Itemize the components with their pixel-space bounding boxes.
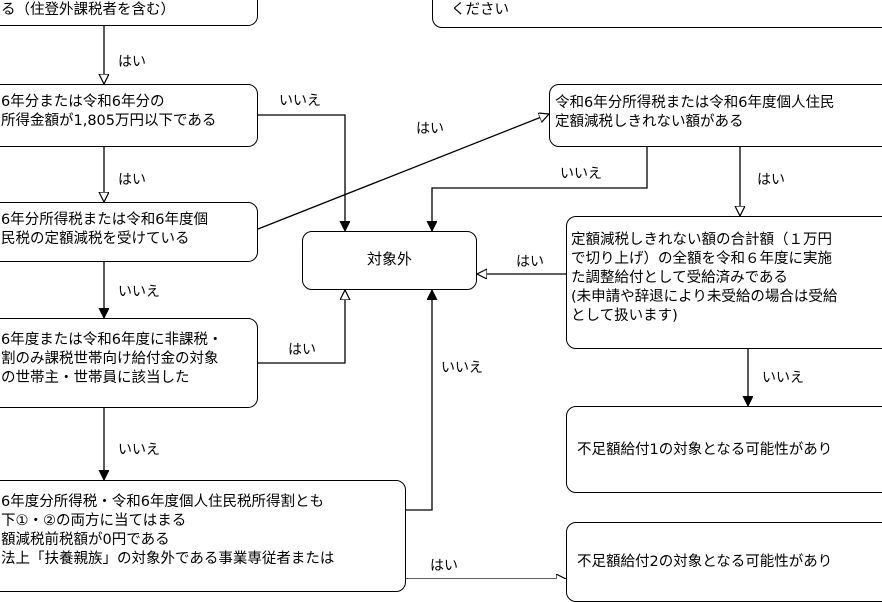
edge-label-yes: はい (416, 121, 444, 137)
edge-label-yes: はい (288, 342, 316, 358)
edge-label-no: いいえ (118, 442, 160, 458)
node-total: 定額減税しきれない額の合計額（１万円 で切り上げ）の全額を令和６年度に実施 た調… (566, 216, 882, 349)
edge-label-yes: はい (757, 172, 785, 188)
node-remaining: 令和6年分所得税または令和6年度個人住民 定額減税しきれない額がある (549, 84, 882, 147)
node-fusoku1: 不足額給付1の対象となる可能性があり (566, 406, 882, 493)
node-fusoku2: 不足額給付2の対象となる可能性があり (566, 522, 882, 602)
edge-label-no: いいえ (762, 370, 804, 386)
edge-label-yes: はい (118, 172, 146, 188)
edge-label-no: いいえ (441, 360, 483, 376)
edge-label-yes: はい (430, 558, 458, 574)
node-taishogai: 対象外 (302, 231, 477, 290)
edge-label-no: いいえ (118, 284, 160, 300)
node-top-right: ください (432, 0, 882, 28)
edge-gentei-to-remaining (257, 114, 549, 230)
edge-label-yes: はい (118, 54, 146, 70)
node-top-left: る（住登外課税者を含む） (0, 0, 258, 26)
edge-label-no: いいえ (279, 93, 321, 109)
edge-income-to-taishogai (258, 114, 345, 231)
edge-label-no: いいえ (560, 166, 602, 182)
node-hikazei: 6年度または令和6年度に非課税・ 割のみ課税世帯向け給付金の対象 の世帯主・世帯… (0, 318, 258, 408)
node-conditions: 6年度分所得税・令和6年度個人住民税所得割とも 下①・②の両方に当てはまる 額減… (0, 480, 406, 592)
edge-remaining-to-taishogai (432, 147, 648, 231)
edge-label-yes: はい (516, 254, 544, 270)
node-gentei: 6年分所得税または令和6年度個 民税の定額減税を受けている (0, 202, 258, 262)
edge-conditions-to-taishogai (406, 290, 432, 511)
node-income: 6年分または令和6年分の 所得金額が1,805万円以下である (0, 84, 258, 147)
edge-hikazei-to-taishogai (258, 290, 345, 364)
connector-layer (0, 26, 882, 579)
